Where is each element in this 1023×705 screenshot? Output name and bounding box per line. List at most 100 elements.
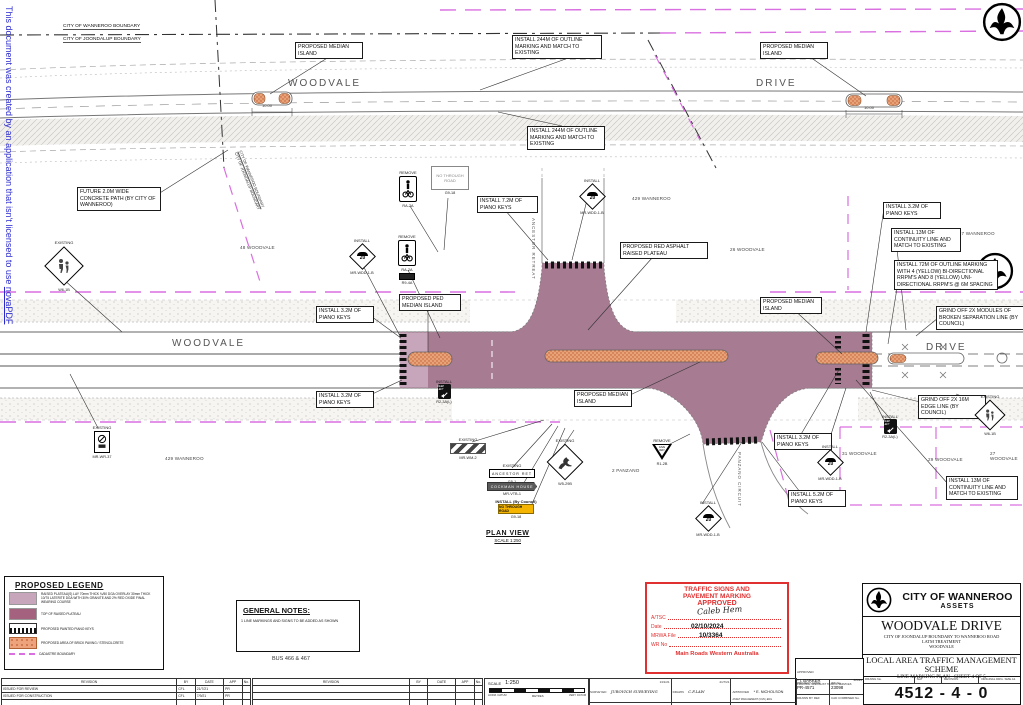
sign-code: W5-29B — [558, 482, 572, 486]
lot-label: 429 WANNEROO — [632, 196, 671, 201]
org-dept: ASSETS — [940, 602, 975, 610]
callout-grind-separation: GRIND OFF 2x MODULES OF BROKEN SEPARATIO… — [936, 306, 1023, 330]
sign-code: G9-18 — [444, 191, 456, 195]
sign-caption: INSTALL — [822, 444, 838, 449]
sign-hazard-marker: EXISTING MR-WM-2 — [440, 437, 496, 460]
general-note-item: 1 LINE MARKINGS AND SIGNS TO BE ADDED AS… — [241, 619, 339, 623]
sign-caption: REMOVE — [398, 234, 416, 239]
sign-code: RA-2A — [402, 204, 414, 208]
project-road-name: WOODVALE DRIVE — [881, 618, 1002, 633]
parking-control-icon — [94, 431, 110, 453]
sign-street-name: EXISTING ANCESTOR RET G5-1 — [486, 463, 538, 484]
sign-code: RA-2A — [401, 268, 413, 272]
legend-title: PROPOSED LEGEND — [15, 581, 104, 590]
sign-parking-control: EXISTING MR-WR-37 — [82, 425, 122, 459]
sign-code: W6-1B — [984, 432, 996, 436]
watermark-text: This document was created by an applicat… — [4, 6, 14, 287]
sign-speed-hump-20: INSTALL 20 MR-WDD-1-B — [572, 178, 612, 215]
callout-piano-keys-3-2: INSTALL 3.2m OF PIANO KEYS — [316, 306, 374, 323]
no-through-road-yellow-icon: NO THROUGH ROAD — [498, 504, 534, 514]
sign-code: MR-VTB-1 — [503, 492, 521, 496]
sign-keep-left: INSTALL KEEP LEFT R2-3A(L) — [426, 379, 462, 404]
vert-datum: VERT. DATUM — [568, 694, 586, 697]
rev-header: APP — [223, 678, 243, 686]
sign-caption: INSTALL — [700, 500, 716, 505]
scale-label: SCALE — [488, 680, 502, 686]
plan-view-label: PLAN VIEW SCALE 1:250 — [486, 530, 529, 543]
sign-caption: INSTALL — [882, 414, 898, 419]
sign-speed-hump-20: INSTALL 20 MR-WDD-1-B — [688, 500, 728, 537]
approver-block: APPROVED * I. BARKER 6/5/15 PRINCIPAL SP… — [795, 658, 864, 705]
general-notes-box: GENERAL NOTES: 1 LINE MARKINGS AND SIGNS… — [236, 600, 360, 652]
sign-code: R1-2B — [656, 462, 668, 466]
wk-no-value: 23098 — [831, 685, 844, 690]
callout-piano-keys-3-2: INSTALL 3.2m OF PIANO KEYS — [774, 433, 832, 450]
crew-role: APPROVED — [732, 690, 750, 694]
rev-header: BY — [409, 678, 429, 686]
pdf-watermark: This document was created by an applicat… — [4, 6, 14, 324]
header-original-size: ORIGINAL DRG. SIZE A1 — [981, 677, 1016, 681]
project-code-value: PR-4571 — [797, 685, 815, 690]
lot-label: 48 WOODVALE — [240, 245, 275, 250]
novapdf-link[interactable]: novaPDF — [4, 286, 14, 325]
drawing-number: 4512 - 4 - 0 — [894, 685, 989, 702]
callout-continuity-line: INSTALL 13m OF CONTINUITY LINE AND MATCH… — [891, 228, 961, 252]
general-notes-title: GENERAL NOTES: — [243, 606, 310, 615]
stamp-date-value: 02/10/2024 — [691, 623, 724, 630]
speed-hump-icon: 20 — [694, 505, 722, 532]
callout-proposed-median-island: PROPOSED MEDIAN ISLAND — [574, 390, 632, 407]
sign-shared-path: REMOVE RA-2A — [388, 170, 428, 208]
stamp-line2: PAVEMENT MARKING — [682, 593, 751, 600]
sign-code: MR-WM-2 — [459, 456, 477, 460]
crew-date: 13/1/21 — [659, 680, 670, 684]
sign-caption: EXISTING — [92, 425, 112, 430]
callout-piano-keys-5-2: INSTALL 5.2m OF PIANO KEYS — [788, 490, 846, 507]
header-drawing-no: DRAWG No. — [863, 677, 915, 683]
crew-name: C.F.LAW — [688, 689, 705, 694]
sign-plate-code: R9-4A — [401, 281, 413, 285]
crew-name: JUROVICH SURVEYING — [610, 689, 658, 694]
header-revision: REVISION — [942, 677, 980, 683]
org-name: CITY OF WANNEROO — [902, 590, 1013, 603]
stamp-field-date: Date — [651, 624, 662, 630]
pedestrians-icon — [44, 246, 84, 286]
sign-speed-hump-20: INSTALL 20 MR-WDD-1-B — [810, 444, 850, 481]
rev-header: APP — [455, 678, 475, 686]
speed-hump-icon: 20 — [348, 243, 376, 270]
title-block: CITY OF WANNEROO ASSETS WOODVALE DRIVE C… — [862, 583, 1021, 705]
dim-top-left: 10.00 — [262, 103, 273, 108]
legend-item: PROPOSED AREA OF BRICK PAVING / STENCILC… — [41, 641, 124, 645]
scale-block: SCALE 1:250 HORIZ. DATUM METRES VERT. DA… — [484, 678, 590, 705]
road-ancestor-retreat: ANCESTOR RETREAT — [531, 218, 536, 280]
crew-role-extra: ASSET MANAGEMENT (CIVIL) ENG — [732, 698, 773, 701]
dim-top-right: 10.00 — [864, 105, 875, 110]
cad-combined-label: CAD COMBINED No. — [831, 696, 860, 700]
project-treatment: LATM TREATMENT — [921, 639, 962, 644]
callout-piano-keys-3-2: INSTALL 3.2m OF PIANO KEYS — [316, 391, 374, 408]
project-suburb: WOODVALE — [929, 644, 954, 649]
road-drive-main: DRIVE — [926, 342, 967, 353]
speed-hump-icon: 20 — [578, 183, 606, 210]
plan-view-scale: SCALE 1:250 — [494, 538, 521, 543]
shared-path-icon — [399, 176, 417, 202]
approver-date: 6/5/15 — [853, 678, 862, 682]
sign-code: MR-WDD-1-B — [818, 477, 842, 481]
sign-code: G9-18 — [510, 515, 522, 519]
sign-shared-path: REMOVE RA-2A R9-4A — [387, 234, 427, 285]
callout-piano-keys-3-2: INSTALL 3.2m OF PIANO KEYS — [883, 202, 941, 219]
sign-caption: EXISTING — [502, 463, 522, 468]
rev-header: DATE — [427, 678, 457, 686]
sign-speed-hump-20: INSTALL 20 MR-WDD-1-B — [342, 238, 382, 275]
sign-code: MR-WDD-1-B — [696, 533, 720, 537]
north-logo-top — [982, 2, 1022, 42]
sign-caption: INSTALL — [354, 238, 370, 243]
sign-caption: EXISTING — [458, 437, 478, 442]
lot-label: 2 PANZANO — [612, 468, 640, 473]
road-panzano-circuit: PANZANO CIRCUIT — [737, 452, 742, 507]
legend-swatch-plateau-top — [9, 608, 37, 620]
callout-outline-marking-top: INSTALL 244m OF OUTLINE MARKING AND MATC… — [512, 35, 602, 59]
sign-code: MR-WDD-1-B — [580, 211, 604, 215]
crew-date: 21/7/21 — [719, 680, 730, 684]
header-sheet: SHT — [915, 677, 942, 683]
